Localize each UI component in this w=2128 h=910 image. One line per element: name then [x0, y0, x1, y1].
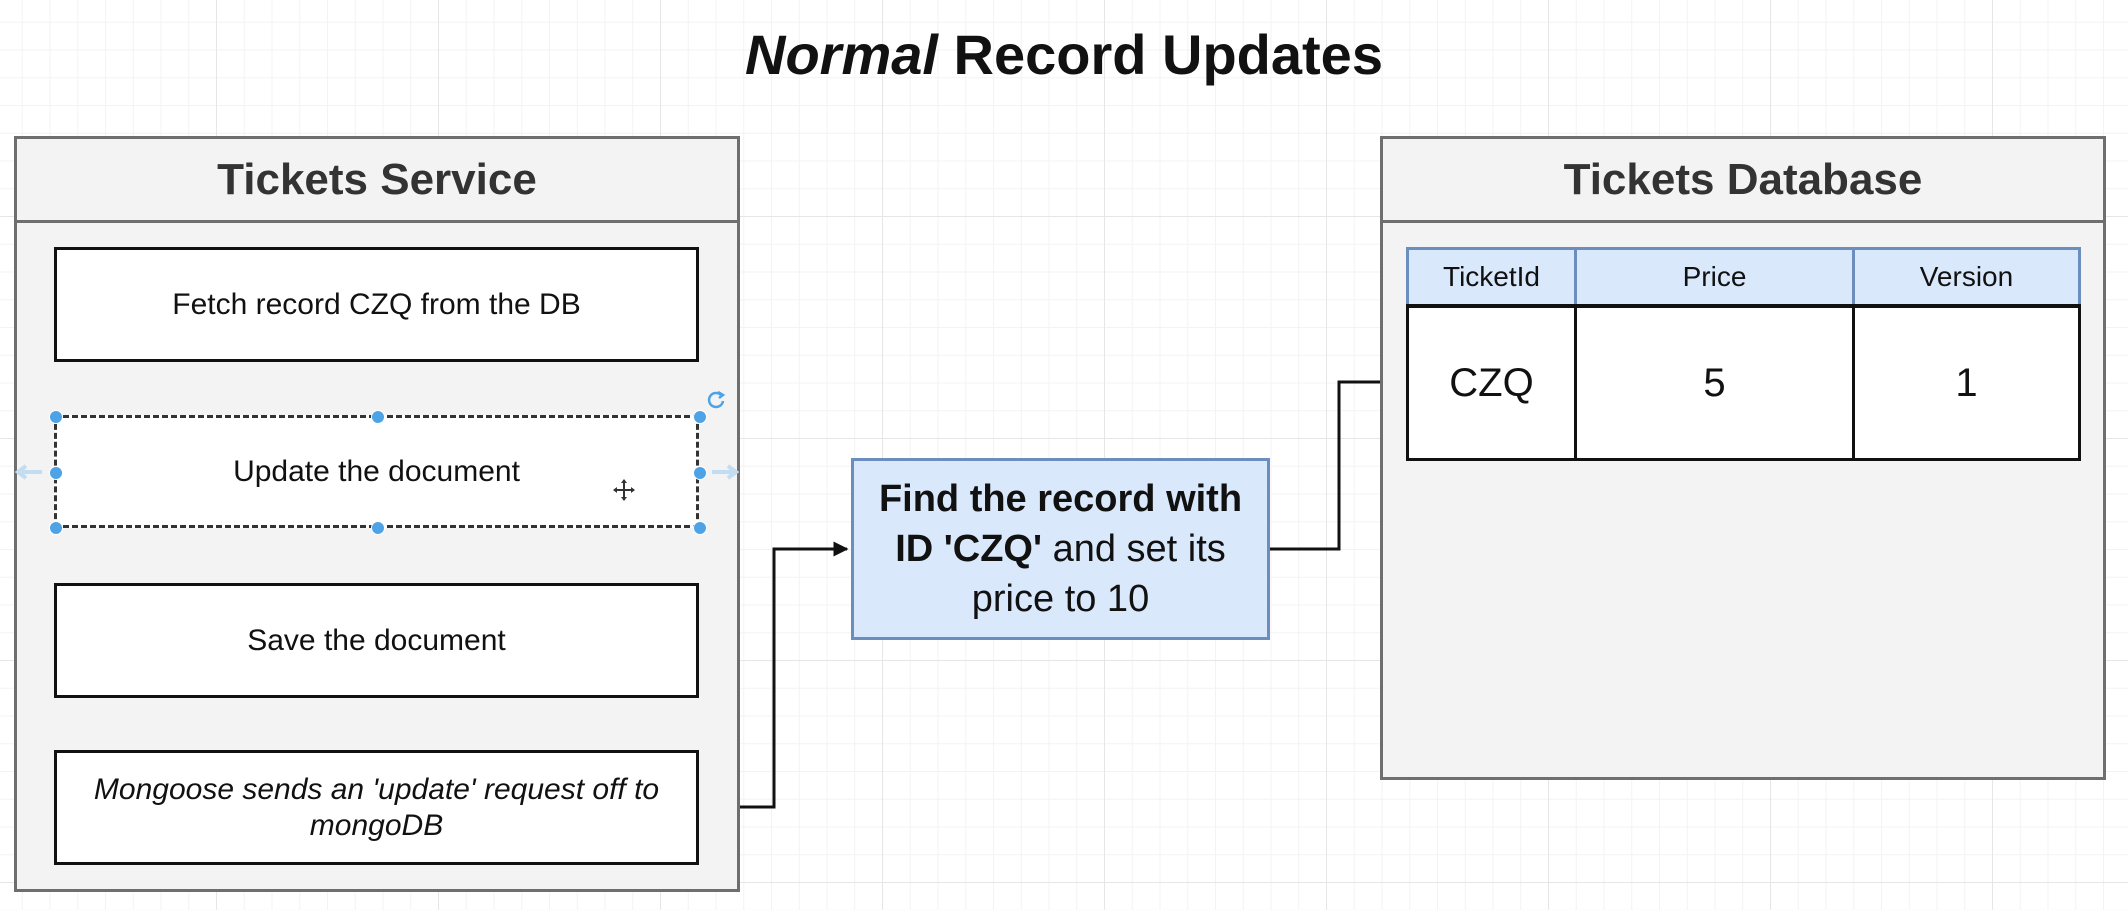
- tickets-table: TicketId Price Version CZQ 5 1: [1406, 247, 2081, 461]
- right-connect-arrow-icon[interactable]: [712, 464, 742, 480]
- tickets-service-header: Tickets Service: [17, 139, 737, 223]
- column-header-version: Version: [1852, 247, 2081, 308]
- selection-handle-mid-left[interactable]: [49, 466, 63, 480]
- cell-price: 5: [1574, 304, 1855, 461]
- step-save-document[interactable]: Save the document: [54, 583, 699, 698]
- cell-ticket-id: CZQ: [1406, 304, 1577, 461]
- table-header-row: TicketId Price Version: [1406, 247, 2081, 308]
- step-update-document[interactable]: Update the document: [54, 415, 699, 528]
- selection-handle-bottom-right[interactable]: [693, 521, 707, 535]
- update-query-box[interactable]: Find the record with ID 'CZQ' and set it…: [851, 458, 1270, 640]
- update-query-text: Find the record with ID 'CZQ' and set it…: [860, 474, 1261, 624]
- update-query-bold: Find the record with ID 'CZQ': [878, 478, 1243, 570]
- title-emphasis: Normal: [745, 23, 938, 86]
- column-header-price: Price: [1574, 247, 1855, 308]
- step-save-label: Save the document: [247, 623, 506, 657]
- step-fetch-label: Fetch record CZQ from the DB: [172, 287, 581, 321]
- selection-handle-top-right[interactable]: [693, 410, 707, 424]
- move-cursor-icon: [613, 479, 635, 501]
- title-rest: Record Updates: [953, 23, 1383, 86]
- page-title: Normal Record Updates: [0, 20, 2128, 90]
- selection-handle-top-left[interactable]: [49, 410, 63, 424]
- rotate-handle-icon[interactable]: [705, 389, 727, 411]
- step-send-label: Mongoose sends an 'update' request off t…: [93, 772, 660, 842]
- selection-handle-top-mid[interactable]: [371, 410, 385, 424]
- step-update-label: Update the document: [233, 454, 520, 488]
- left-connect-arrow-icon[interactable]: [12, 464, 42, 480]
- column-header-ticket-id: TicketId: [1406, 247, 1577, 308]
- cell-version: 1: [1852, 304, 2081, 461]
- step-fetch-record[interactable]: Fetch record CZQ from the DB: [54, 247, 699, 362]
- selection-handle-mid-right[interactable]: [693, 466, 707, 480]
- selection-handle-bottom-left[interactable]: [49, 521, 63, 535]
- selection-handle-bottom-mid[interactable]: [371, 521, 385, 535]
- step-send-update-request[interactable]: Mongoose sends an 'update' request off t…: [54, 750, 699, 865]
- update-query-normal: and set its price to 10: [971, 528, 1226, 620]
- arrow-query-to-database: [1270, 374, 1405, 551]
- table-row: CZQ 5 1: [1406, 304, 2081, 461]
- tickets-database-header: Tickets Database: [1383, 139, 2103, 223]
